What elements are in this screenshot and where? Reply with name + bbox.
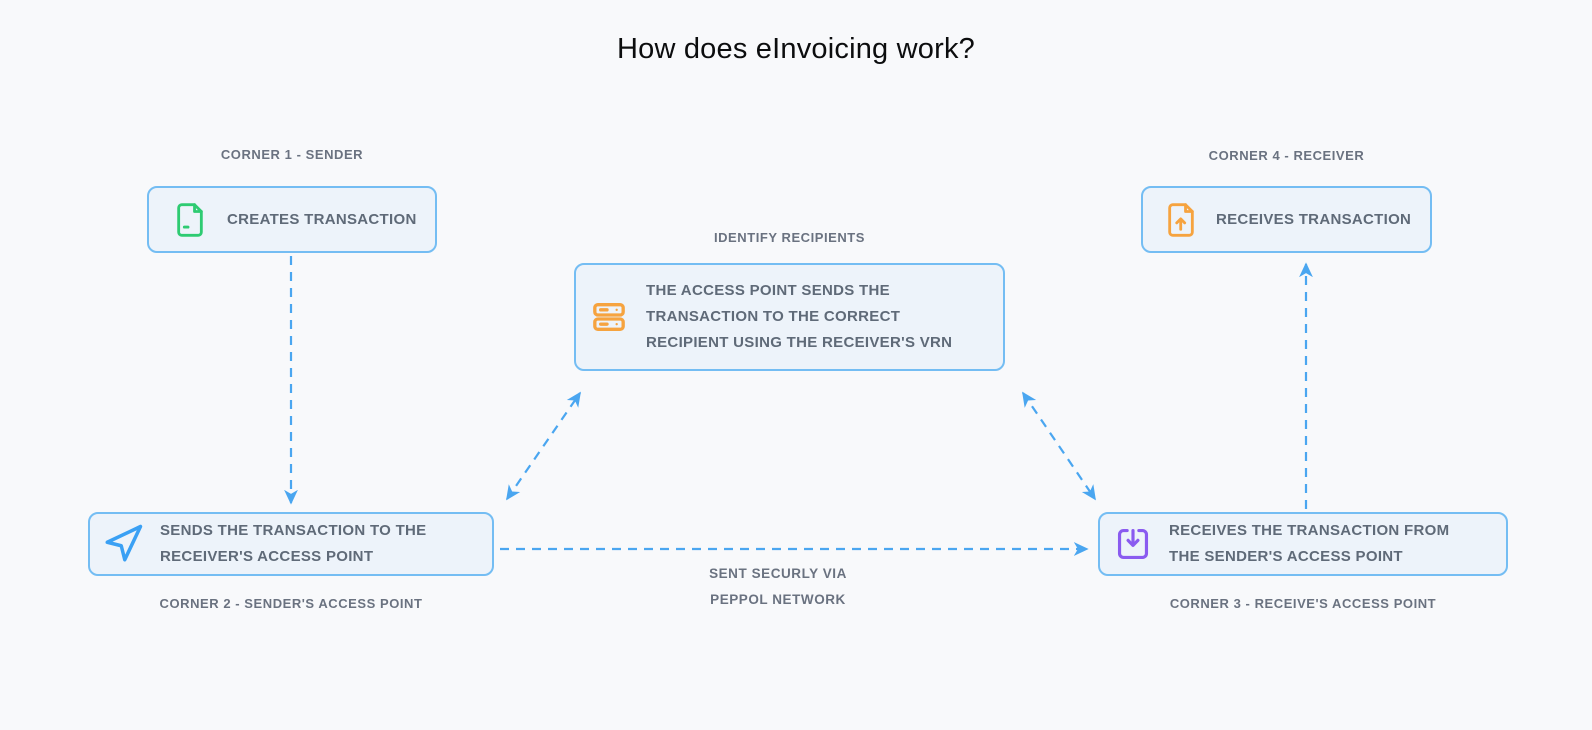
corner4-box-text: RECEIVES TRANSACTION <box>1216 210 1412 228</box>
corner2-box-text: SENDS THE TRANSACTION TO THE RECEIVER'S … <box>160 522 427 565</box>
page-title: How does eInvoicing work? <box>616 33 975 65</box>
corner1-sender-label: CORNER 1 - SENDER <box>220 147 364 162</box>
corner3-receiver-access-point-box: RECEIVES THE TRANSACTION FROM THE SENDER… <box>1098 512 1508 576</box>
corner4-receiver-label: CORNER 4 - RECEIVER <box>1208 148 1365 163</box>
inbox-download-icon <box>1114 525 1152 563</box>
corner4-receiver-box: RECEIVES TRANSACTION <box>1141 186 1432 253</box>
corner2-sender-access-point-label: CORNER 2 - SENDER'S ACCESS POINT <box>159 596 423 611</box>
identify-recipients-box: THE ACCESS POINT SENDS THE TRANSACTION T… <box>574 263 1005 371</box>
arrow-middle-corner3-bidirectional <box>1022 391 1096 501</box>
document-icon <box>173 200 207 240</box>
identify-recipients-box-text: THE ACCESS POINT SENDS THE TRANSACTION T… <box>646 282 953 351</box>
corner3-receiver-access-point-label: CORNER 3 - RECEIVE'S ACCESS POINT <box>1169 596 1437 611</box>
corner1-box-text: CREATES TRANSACTION <box>227 210 417 228</box>
file-upload-icon <box>1164 200 1198 240</box>
corner2-sender-access-point-box: SENDS THE TRANSACTION TO THE RECEIVER'S … <box>88 512 494 576</box>
identify-recipients-label: IDENTIFY RECIPIENTS <box>713 230 866 245</box>
server-icon <box>589 297 629 337</box>
corner3-box-text: RECEIVES THE TRANSACTION FROM THE SENDER… <box>1169 522 1450 565</box>
corner1-sender-box: CREATES TRANSACTION <box>147 186 437 253</box>
arrow-corner2-middle-bidirectional <box>506 391 581 501</box>
paper-plane-icon <box>102 523 144 565</box>
peppol-network-note: SENT SECURLY VIA PEPPOL NETWORK <box>709 566 847 607</box>
